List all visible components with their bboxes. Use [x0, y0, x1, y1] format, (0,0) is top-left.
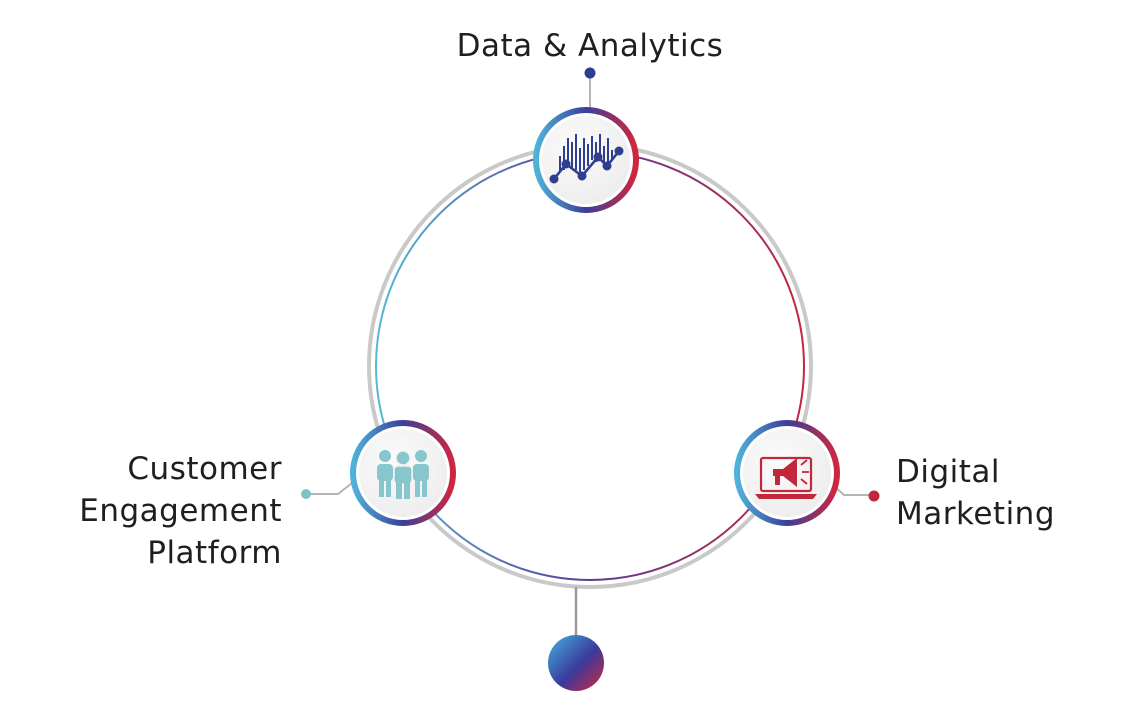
label-line: Marketing [896, 496, 1056, 532]
inner-gradient-ring [375, 151, 805, 581]
node-right [734, 420, 840, 526]
top-connector-dot [584, 67, 596, 79]
label-digital-marketing: Digital Marketing [896, 451, 1055, 535]
node-top [533, 107, 639, 213]
megaphone-laptop-icon [755, 456, 817, 499]
label-customer-engagement-platform: Customer Engagement Platform [79, 448, 282, 574]
label-line: Engagement [79, 493, 282, 529]
analytics-chart-icon [549, 134, 624, 184]
left-connector-dot [301, 489, 311, 499]
label-line: Data & Analytics [456, 28, 724, 64]
label-line: Platform [147, 535, 282, 571]
label-data-analytics: Data & Analytics [0, 25, 1144, 67]
left-connector-line [307, 482, 353, 495]
label-line: Digital [896, 454, 1001, 490]
bottom-gradient-ball [548, 635, 604, 691]
right-connector-line [832, 484, 872, 496]
label-line: Customer [127, 451, 282, 487]
node-left [350, 420, 456, 526]
right-connector-dot [868, 490, 880, 502]
people-group-icon [377, 450, 429, 499]
